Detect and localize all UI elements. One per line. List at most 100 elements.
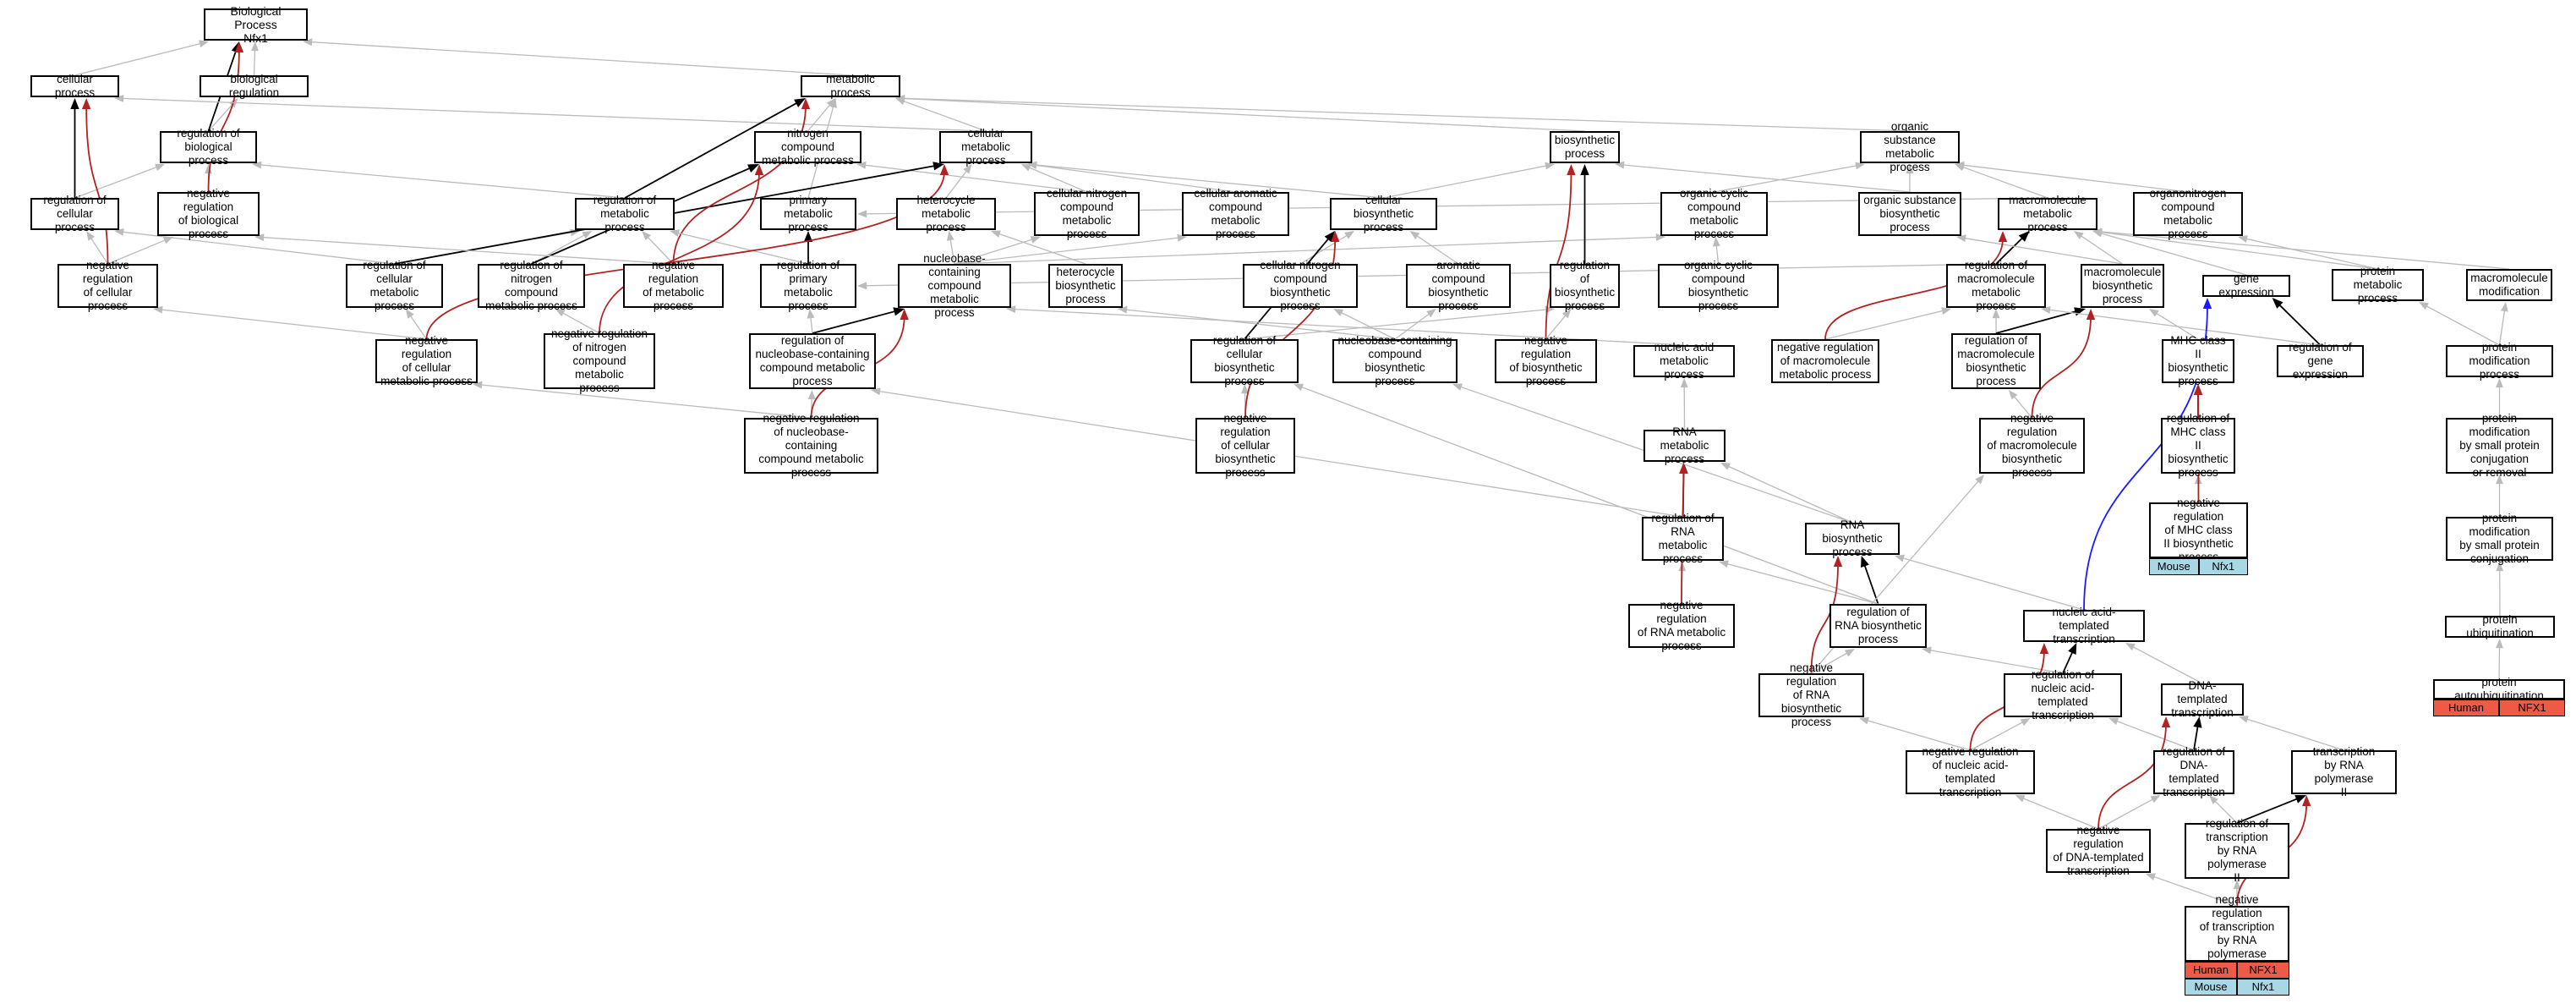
tags-polii-mouse: Mouse Nfx1 [2185,979,2289,996]
node-reg_primary_mp[interactable]: regulation of primary metabolic process [760,259,856,312]
node-organic_substance_mp[interactable]: organic substance metabolic process [1860,120,1960,173]
node-nucleobase_containing_mp[interactable]: nucleobase-containing compound metabolic… [898,252,1011,319]
edge-neg_reg_rna_biosynthetic-to-reg_rna_biosynthetic [1811,651,1849,674]
node-reg_macromolecule_mp[interactable]: regulation of macromolecule metabolic pr… [1946,259,2046,312]
edge-cellular_nitrogen_compound_mp-to-nitrogen_compound_mp [863,164,1087,193]
node-biosynthetic_process[interactable]: biosynthetic process [1550,131,1620,163]
node-heterocycle_mp[interactable]: heterocycle metabolic process [896,194,996,233]
edge-arrowhead [1030,236,1041,244]
node-cellular_mp[interactable]: cellular metabolic process [939,127,1032,167]
node-reg_nitrogen_compound_mp[interactable]: regulation of nitrogen compound metaboli… [478,259,585,312]
node-neg_reg_mhc_class_ii_biosynthetic[interactable]: negative regulation of MHC class II bios… [2149,497,2248,563]
node-reg_gene_expression[interactable]: regulation of gene expression [2277,341,2364,381]
node-neg_reg_dna_templated_transcription[interactable]: negative regulation of DNA-templated tra… [2046,824,2151,877]
node-reg_cellular_mp[interactable]: regulation of cellular metabolic process [346,259,443,312]
node-organic_cyclic_biosynthetic[interactable]: organic cyclic compound biosynthetic pro… [1658,259,1779,312]
edge-arrowhead [1020,164,1031,172]
node-dna_templated_transcription[interactable]: DNA-templated transcription [2161,679,2244,719]
edge-arrowhead [1833,556,1843,568]
species-mouse-tag: Mouse [2149,558,2199,575]
node-mhc_class_ii_biosynthetic[interactable]: MHC class II biosynthetic process [2162,334,2234,387]
edge-cellular_mp-to-cellular_process [121,97,987,132]
node-reg_biosynthetic_process[interactable]: regulation of biosynthetic process [1550,259,1620,312]
node-reg_mhc_class_ii_biosynthetic[interactable]: regulation of MHC class II biosynthetic … [2161,412,2235,479]
node-macromolecule_mp[interactable]: macromolecule metabolic process [1998,194,2097,233]
edge-arrowhead [2146,873,2156,881]
node-nucleic_acid_mp[interactable]: nucleic acid metabolic process [1633,341,1735,381]
node-protein_mod_small_protein[interactable]: protein modification by small protein co… [2446,412,2553,479]
node-reg_cellular_process[interactable]: regulation of cellular process [30,194,119,233]
node-neg_reg_metabolic_process[interactable]: negative regulation of metabolic process [623,259,724,312]
node-neg_reg_biosynthetic[interactable]: negative regulation of biosynthetic proc… [1495,334,1597,387]
node-neg_reg_nucleobase_containing_mp[interactable]: negative regulation of nucleobase-contai… [744,412,878,479]
edge-cellular_biosynthetic_process-to-biosynthetic_process [1383,165,1548,199]
edge-protein_metabolic_process-to-organonitrogen_compound_mp [2245,238,2378,270]
edge-arrowhead [871,387,881,396]
node-organonitrogen_compound_mp[interactable]: organonitrogen compound metabolic proces… [2133,187,2243,240]
node-reg_macromolecule_biosynthetic[interactable]: regulation of macromolecule biosynthetic… [1951,333,2041,389]
node-neg_reg_transcription_rna_pol_ii[interactable]: negative regulation of transcription by … [2185,893,2289,974]
node-rna_biosynthetic_process[interactable]: RNA biosynthetic process [1805,518,1900,558]
edge-aromatic_compound_biosynthetic-to-cellular_biosynthetic_process [1415,234,1459,265]
node-cellular_process[interactable]: cellular process [30,73,119,99]
node-protein_metabolic_process[interactable]: protein metabolic process [2332,265,2424,304]
node-nitrogen_compound_mp[interactable]: nitrogen compound metabolic process [754,127,861,167]
node-aromatic_compound_biosynthetic[interactable]: aromatic compound biosynthetic process [1406,259,1511,312]
node-organic_substance_biosynthetic[interactable]: organic substance biosynthetic process [1858,192,1961,236]
node-nucleobase_containing_biosynthetic[interactable]: nucleobase-containing compound biosynthe… [1332,334,1458,387]
node-reg_nucleic_acid_templated_transcription[interactable]: regulation of nucleic acid-templated tra… [2004,668,2122,721]
node-neg_reg_cellular_mp[interactable]: negative regulation of cellular metaboli… [375,334,478,387]
node-neg_reg_nucleic_acid_templated_transcription[interactable]: negative regulation of nucleic acid-temp… [1906,745,2035,798]
node-reg_rna_mp[interactable]: regulation of RNA metabolic process [1642,512,1724,565]
node-primary_mp[interactable]: primary metabolic process [760,194,856,233]
node-biological_regulation[interactable]: biological regulation [200,73,309,99]
node-metabolic_process[interactable]: metabolic process [801,73,900,99]
node-protein_autoubiquitination[interactable]: protein autoubiquitination [2433,676,2565,702]
edge-arrowhead [857,282,867,290]
node-reg_cellular_biosynthetic[interactable]: regulation of cellular biosynthetic proc… [1190,334,1299,387]
edge-arrowhead [1580,164,1589,176]
edge-arrowhead [1118,305,1128,314]
node-protein_ubiquitination[interactable]: protein ubiquitination [2445,613,2555,639]
node-neg_reg_macromolecule_mp[interactable]: negative regulation of macromolecule met… [1771,339,1879,383]
node-reg_metabolic_process[interactable]: regulation of metabolic process [575,194,675,233]
node-cellular_nitrogen_compound_mp[interactable]: cellular nitrogen compound metabolic pro… [1034,187,1140,240]
edge-reg_rna_biosynthetic-to-reg_rna_mp [1726,562,1879,605]
edge-arrowhead [2041,306,2051,314]
node-macromolecule_modification[interactable]: macromolecule modification [2466,269,2552,301]
node-neg_reg_rna_mp[interactable]: negative regulation of RNA metabolic pro… [1628,599,1735,652]
node-protein_modification_process[interactable]: protein modification process [2446,341,2553,381]
node-gene_expression[interactable]: gene expression [2202,272,2290,299]
node-cellular_nitrogen_biosynthetic[interactable]: cellular nitrogen compound biosynthetic … [1243,259,1358,312]
node-reg_nucleobase_containing_mp[interactable]: regulation of nucleobase-containing comp… [749,333,876,389]
node-neg_reg_nitrogen_compound_mp[interactable]: negative regulation of nitrogen compound… [544,327,655,394]
node-cellular_aromatic_compound_mp[interactable]: cellular aromatic compound metabolic pro… [1182,187,1289,240]
node-reg_biological_process[interactable]: regulation of biological process [160,127,257,167]
edge-reg_macromolecule_biosynthetic-to-macromolecule_biosynthetic [1995,310,2079,334]
node-reg_dna_templated_transcription[interactable]: regulation of DNA-templated transcriptio… [2153,745,2234,798]
node-organic_cyclic_compound_mp[interactable]: organic cyclic compound metabolic proces… [1660,187,1768,240]
node-reg_transcription_rna_pol_ii[interactable]: regulation of transcription by RNA polym… [2185,817,2289,884]
node-neg_reg_rna_biosynthetic[interactable]: negative regulation of RNA biosynthetic … [1758,661,1864,728]
node-neg_reg_biological_process[interactable]: negative regulation of biological proces… [157,187,260,240]
node-transcription_rna_pol_ii[interactable]: transcription by RNA polymerase II [2291,745,2397,798]
node-neg_reg_macromolecule_biosynthetic[interactable]: negative regulation of macromolecule bio… [1979,412,2085,479]
edge-protein_modification_process-to-macromolecule_modification [2498,309,2506,346]
node-cellular_biosynthetic_process[interactable]: cellular biosynthetic process [1330,194,1437,233]
node-reg_rna_biosynthetic[interactable]: regulation of RNA biosynthetic process [1829,604,1927,648]
edge-arrowhead [2020,718,2031,727]
node-heterocycle_biosynthetic[interactable]: heterocycle biosynthetic process [1048,264,1123,308]
node-macromolecule_biosynthetic[interactable]: macromolecule biosynthetic process [2081,264,2164,308]
node-rna_metabolic_process[interactable]: RNA metabolic process [1643,425,1726,465]
edge-arrowhead [2150,795,2161,804]
edge-arrowhead [2073,231,2084,239]
node-bp[interactable]: Biological Process Nfx1 [204,4,308,45]
edge-arrowhead [1333,309,1344,316]
species-human-tag: Human [2185,962,2237,979]
edge-arrowhead [1027,161,1037,169]
edge-organic_substance_biosynthetic-to-biosynthetic_process [1622,164,1911,193]
node-protein_mod_small_protein_conj[interactable]: protein modification by small protein co… [2446,512,2553,565]
node-neg_reg_cellular_biosynthetic[interactable]: negative regulation of cellular biosynth… [1195,412,1295,479]
node-nucleic_acid_templated_transcription[interactable]: nucleic acid-templated transcription [2023,606,2145,645]
node-neg_reg_cellular_process[interactable]: negative regulation of cellular process [57,259,158,312]
